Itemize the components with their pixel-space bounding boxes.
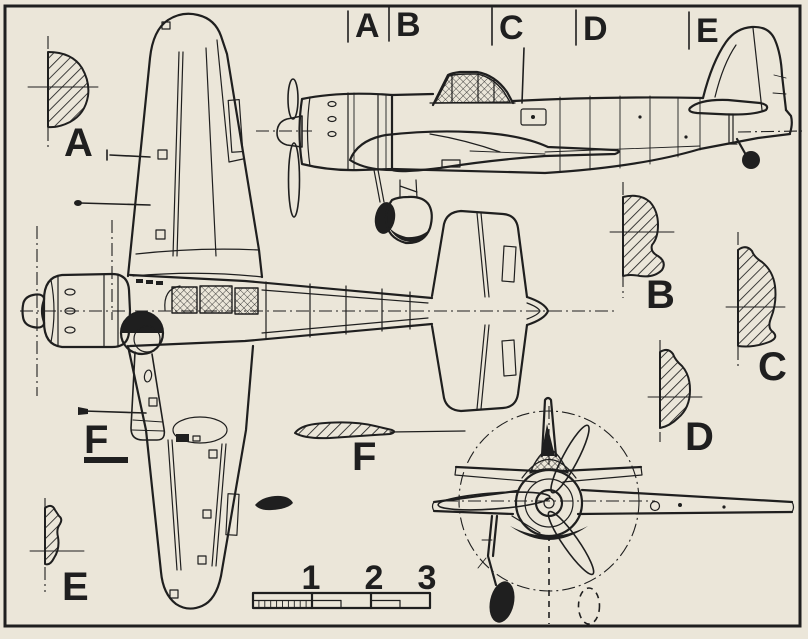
section-b-label: B xyxy=(646,273,675,317)
section-d-cutaway: D xyxy=(647,340,714,459)
front-view xyxy=(431,396,795,625)
station-a-label: A xyxy=(355,7,380,45)
section-f-airfoil: F xyxy=(294,421,466,479)
section-e-label: E xyxy=(62,565,89,609)
station-e-label: E xyxy=(696,12,719,50)
section-e-cutaway: E xyxy=(29,498,89,609)
section-c-cutaway: C xyxy=(725,232,787,389)
wing-station-f-marker: F xyxy=(84,418,128,463)
scale-label-2: 2 xyxy=(365,559,384,597)
section-f-label: F xyxy=(352,435,376,479)
section-a-cutaway: A xyxy=(27,36,99,165)
section-c-label: C xyxy=(758,345,787,389)
scale-label-3: 3 xyxy=(418,559,437,597)
section-b-cutaway: B xyxy=(609,182,675,317)
scale-bar: 1 2 3 xyxy=(251,559,437,610)
station-d-label: D xyxy=(583,10,608,48)
station-markers: A B C D E xyxy=(347,6,719,50)
tailplane-airfoil-section xyxy=(255,495,293,511)
drop-tank xyxy=(384,195,433,245)
antenna-mast xyxy=(521,47,525,104)
scale-label-1: 1 xyxy=(302,559,321,597)
wing-station-f-label: F xyxy=(84,418,108,462)
section-d-label: D xyxy=(685,415,714,459)
section-a-label: A xyxy=(64,121,93,165)
side-view: A B C D E xyxy=(256,6,803,245)
station-c-label: C xyxy=(499,9,524,47)
plan-view xyxy=(20,12,618,610)
border-frame xyxy=(3,4,802,628)
drop-tank-outline xyxy=(577,587,601,625)
section-cutaways: A B C D E F xyxy=(27,36,787,609)
station-b-label: B xyxy=(396,6,421,44)
